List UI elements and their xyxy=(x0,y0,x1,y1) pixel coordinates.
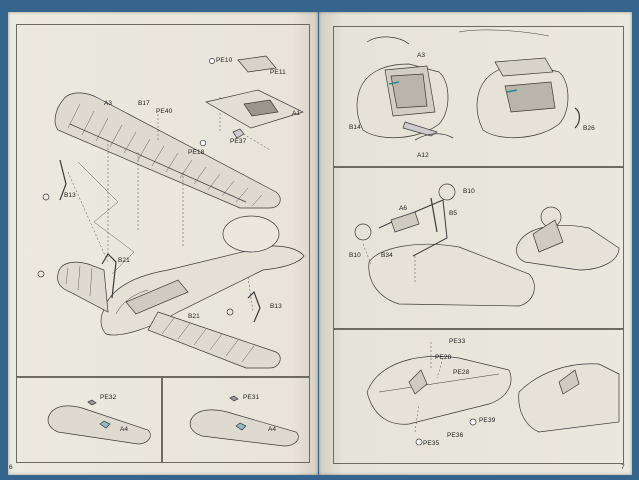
page-number-right: 7 xyxy=(621,464,625,471)
right-page: A3 B14 A12 B26 B10 A6 B5 B10 B34 PE33 PE… xyxy=(319,12,632,475)
label-pe37: PE37 xyxy=(230,138,247,145)
label-pe40: PE40 xyxy=(156,108,173,115)
page-number-left: 6 xyxy=(9,464,13,471)
label-b5: B5 xyxy=(449,210,458,217)
label-a4-right: A4 xyxy=(268,426,277,433)
label-a3: A3 xyxy=(104,100,113,107)
label-a4-left: A4 xyxy=(120,426,129,433)
label-pe18: PE18 xyxy=(188,149,205,156)
label-pe32: PE32 xyxy=(100,394,117,401)
bottom-right-panel xyxy=(161,376,310,463)
instruction-booklet: A3 B17 PE40 PE10 PE11 A1 PE37 PE18 B13 B… xyxy=(8,12,632,475)
label-pe11: PE11 xyxy=(270,69,286,76)
label-pe35: PE35 xyxy=(423,440,440,447)
assembly-panel-2 xyxy=(333,166,624,330)
label-b21-bottom: B21 xyxy=(188,313,200,320)
label-pe28-b: PE28 xyxy=(453,369,470,376)
label-a12: A12 xyxy=(417,152,429,159)
label-pe31: PE31 xyxy=(243,394,260,401)
label-b21-top: B21 xyxy=(118,257,130,264)
label-pe28-a: PE28 xyxy=(435,354,452,361)
label-pe33: PE33 xyxy=(449,338,466,345)
assembly-panel-1 xyxy=(333,26,624,168)
label-b26: B26 xyxy=(583,125,595,132)
right-page-drawing xyxy=(354,29,620,446)
main-assembly-drawing xyxy=(37,55,305,447)
label-b34: B34 xyxy=(381,252,393,259)
bottom-left-panel xyxy=(16,376,163,463)
left-page: A3 B17 PE40 PE10 PE11 A1 PE37 PE18 B13 B… xyxy=(8,12,318,475)
label-b13-left: B13 xyxy=(64,192,76,199)
label-pe39: PE39 xyxy=(479,417,496,424)
label-a1: A1 xyxy=(292,110,301,117)
label-b10-left: B10 xyxy=(349,252,361,259)
label-b13-right: B13 xyxy=(270,303,282,310)
label-b10-top: B10 xyxy=(463,188,475,195)
label-a3-right: A3 xyxy=(417,52,426,59)
label-pe36: PE36 xyxy=(447,432,464,439)
label-pe10: PE10 xyxy=(216,57,233,64)
label-a6: A6 xyxy=(399,205,408,212)
main-assembly-panel xyxy=(16,24,310,378)
label-b14: B14 xyxy=(349,124,361,131)
label-b17: B17 xyxy=(138,100,150,107)
assembly-panel-3 xyxy=(333,328,624,464)
